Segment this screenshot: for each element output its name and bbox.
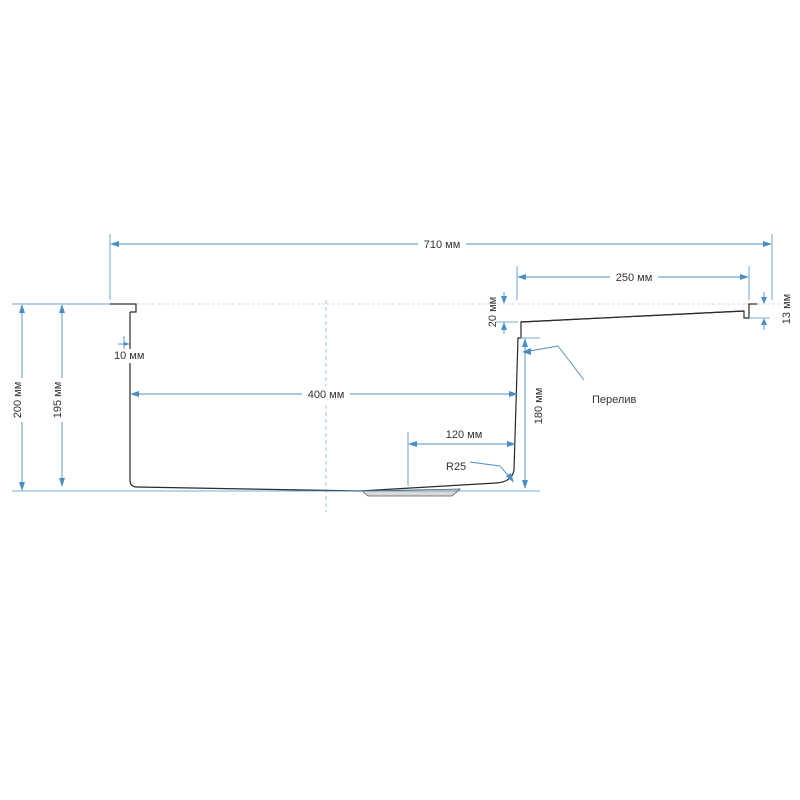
radius-label: R25 [446, 461, 466, 473]
dim-drainboard-width: 250 мм [516, 266, 750, 300]
dim-overall-width: 710 мм [109, 234, 773, 300]
overflow-callout: Перелив [522, 345, 636, 406]
overflow-label: Перелив [592, 394, 636, 406]
rim-width-label: 10 мм [114, 350, 144, 362]
dim-bowl-depth: 195 мм [52, 304, 70, 487]
step-height-label: 20 мм [487, 297, 499, 327]
dim-edge-height: 13 мм [749, 292, 793, 330]
dim-overall-height: 200 мм [12, 303, 540, 492]
dim-rim-width: 10 мм [114, 336, 156, 363]
left-rim [110, 303, 137, 313]
sink-outline [110, 303, 757, 497]
dim-radius: R25 [446, 461, 514, 483]
overall-width-label: 710 мм [424, 239, 461, 251]
drainboard-width-label: 250 мм [616, 272, 653, 284]
bowl-depth-label: 195 мм [52, 382, 64, 419]
dim-inner-depth: 180 мм [520, 337, 545, 489]
edge-height-label: 13 мм [781, 294, 793, 324]
dim-bowl-width: 400 мм [130, 386, 518, 402]
bowl-body [129, 303, 757, 492]
inner-depth-label: 180 мм [533, 388, 545, 425]
bottom-offset-label: 120 мм [446, 429, 483, 441]
bowl-width-label: 400 мм [308, 389, 345, 401]
dim-bottom-offset: 120 мм [407, 429, 516, 486]
drainboard-inner-line [520, 310, 745, 323]
overall-height-label: 200 мм [12, 382, 24, 419]
dim-step-height: 20 мм [487, 292, 518, 334]
